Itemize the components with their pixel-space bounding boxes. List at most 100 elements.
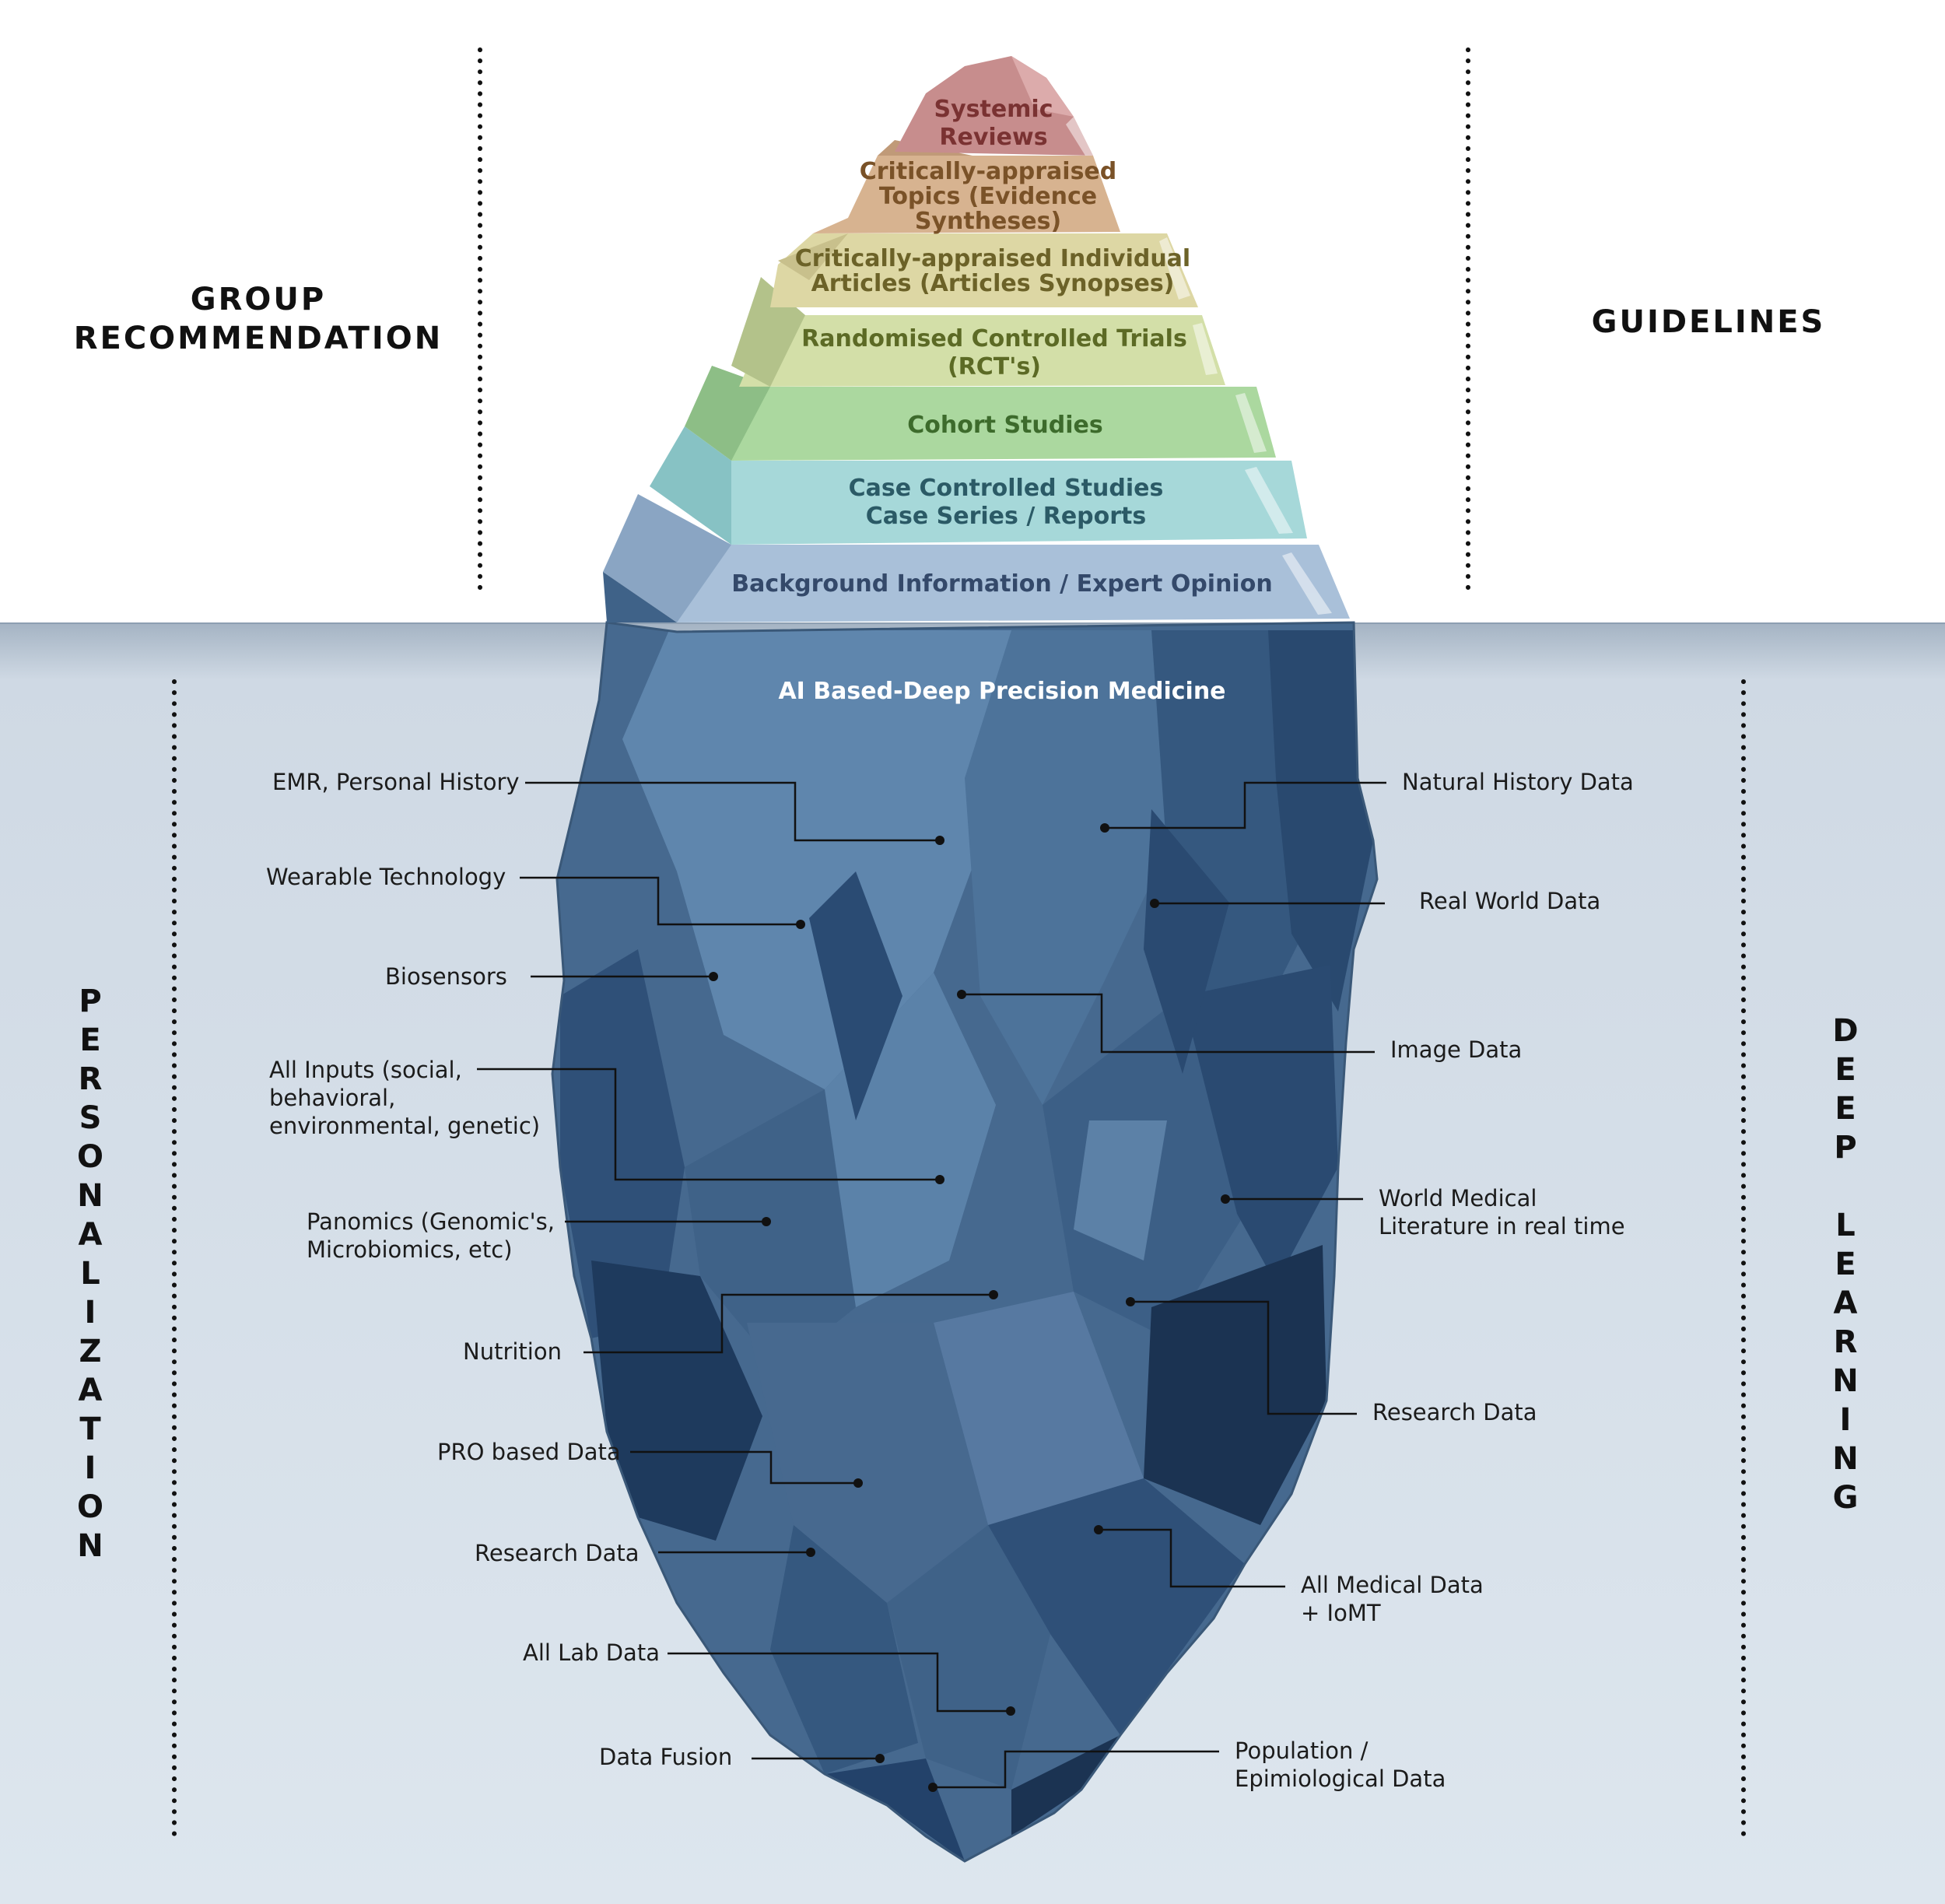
callout-line: All Medical Data (1301, 1572, 1484, 1598)
deep-learning-letter: L (1835, 1208, 1856, 1243)
callout-line: Research Data (1372, 1399, 1537, 1425)
callout-line: environmental, genetic) (269, 1113, 540, 1139)
callout-nutrition: Nutrition (463, 1338, 562, 1365)
callout-all-inputs: All Inputs (social,behavioral,environmen… (269, 1057, 540, 1139)
callout-line: Real World Data (1419, 888, 1600, 914)
callout-line: + IoMT (1301, 1600, 1381, 1626)
deep-learning-letter: N (1832, 1363, 1858, 1399)
callout-line: Microbiomics, etc) (307, 1236, 513, 1263)
leader-dot (957, 990, 966, 999)
personalization-letter: O (77, 1139, 103, 1175)
leader-dot (1126, 1297, 1135, 1306)
callout-line: Panomics (Genomic's, (307, 1208, 555, 1235)
callout-line: Natural History Data (1402, 769, 1634, 795)
tier-rct-shape (739, 315, 1225, 387)
leader-dot (1150, 899, 1159, 908)
underwater-title: AI Based-Deep Precision Medicine (778, 678, 1225, 705)
callout-line: Research Data (475, 1540, 639, 1566)
callout-line: Wearable Technology (266, 864, 506, 890)
callout-line: All Inputs (social, (269, 1057, 462, 1083)
tier-case-shape (731, 461, 1307, 545)
deep-learning-letter: I (1840, 1402, 1852, 1438)
deep-learning-letter: R (1834, 1324, 1858, 1360)
tier-label-line: Cohort Studies (907, 412, 1102, 439)
tier-label-line: Reviews (939, 124, 1047, 151)
callout-line: EMR, Personal History (272, 769, 520, 795)
leader-dot (1006, 1706, 1015, 1716)
personalization-letter: N (77, 1528, 103, 1564)
callout-research-right: Research Data (1372, 1399, 1537, 1425)
tier-label-line: Case Controlled Studies (849, 475, 1164, 502)
callout-population: Population /Epimiological Data (1235, 1737, 1446, 1792)
callout-line: All Lab Data (523, 1639, 660, 1666)
group-recommendation-title-line2: RECOMMENDATION (74, 321, 443, 356)
callout-fusion: Data Fusion (599, 1744, 732, 1770)
leader-line (525, 781, 940, 842)
leader-line (1099, 1528, 1285, 1588)
callout-real-world: Real World Data (1419, 888, 1600, 914)
tier-label-line: Randomised Controlled Trials (801, 325, 1187, 352)
deep-learning-letter: E (1835, 1091, 1856, 1127)
tier-label-background: Background Information / Expert Opinion (731, 570, 1272, 598)
leader-dot (875, 1754, 885, 1763)
callout-image: Image Data (1390, 1036, 1522, 1063)
callout-line: Epimiological Data (1235, 1765, 1446, 1792)
tier-cohort-shape (731, 387, 1276, 461)
tier-label-line: (RCT's) (948, 353, 1041, 380)
callout-research-left: Research Data (475, 1540, 639, 1566)
deep-learning-letter: N (1832, 1441, 1858, 1477)
callout-line: Population / (1235, 1737, 1369, 1764)
callout-line: Literature in real time (1379, 1213, 1625, 1240)
tier-label-line: Syntheses) (915, 208, 1061, 235)
personalization-letter: N (77, 1178, 103, 1214)
leader-line (668, 1652, 1011, 1713)
callout-all-medical: All Medical Data+ IoMT (1301, 1572, 1484, 1626)
personalization-letter: O (77, 1489, 103, 1525)
callout-line: Data Fusion (599, 1744, 732, 1770)
leader-line (630, 1450, 858, 1485)
callout-line: Image Data (1390, 1036, 1522, 1063)
leader-line (1105, 781, 1386, 829)
leader-dot (989, 1290, 998, 1299)
leader-line (933, 1750, 1219, 1789)
personalization-letter: T (79, 1411, 101, 1447)
iceberg-tip (603, 56, 1350, 622)
personalization-letter: R (79, 1061, 103, 1097)
personalization-letter: A (79, 1373, 103, 1408)
callout-biosensors: Biosensors (385, 963, 507, 990)
callout-emr: EMR, Personal History (272, 769, 520, 795)
tier-cat-shape (813, 156, 1120, 233)
leader-line (962, 993, 1375, 1054)
personalization-letter: Z (79, 1334, 101, 1369)
tier-label-line: Critically-appraised (860, 158, 1117, 185)
callout-line: behavioral, (269, 1085, 395, 1111)
tier-label-line: Articles (Articles Synopses) (811, 270, 1175, 297)
tier-cai-shape (770, 233, 1198, 307)
deep-learning-letter: G (1833, 1480, 1859, 1516)
deep-learning-letter: A (1834, 1285, 1858, 1321)
leader-dot (796, 920, 805, 929)
callout-natural-history: Natural History Data (1402, 769, 1634, 795)
personalization-letter: I (85, 1450, 96, 1486)
leader-dot (935, 1175, 944, 1184)
guidelines-title: GUIDELINES (1592, 304, 1826, 340)
tier-label-line: Systemic (934, 96, 1053, 123)
deep-learning-letter: E (1835, 1052, 1856, 1088)
callout-panomics: Panomics (Genomic's,Microbiomics, etc) (307, 1208, 555, 1263)
leader-dot (1094, 1525, 1103, 1534)
callout-line: Biosensors (385, 963, 507, 990)
callout-line: PRO based Data (437, 1439, 621, 1465)
leader-dot (709, 972, 718, 981)
personalization-letter: A (79, 1217, 103, 1253)
deep-learning-letter: E (1835, 1247, 1856, 1282)
